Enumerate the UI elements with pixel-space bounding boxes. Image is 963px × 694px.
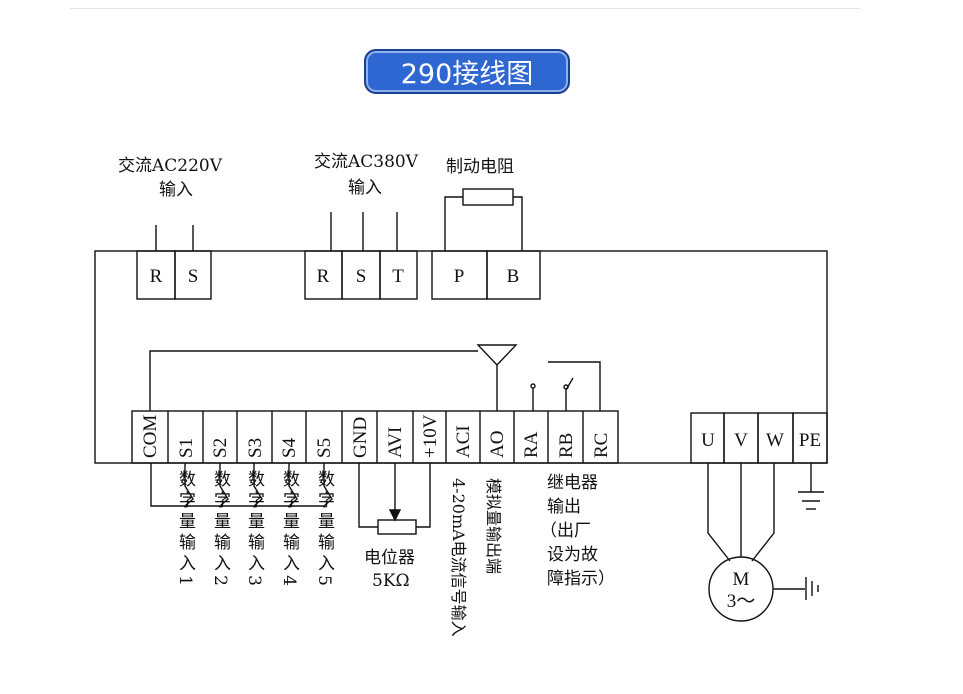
terminal-aci: ACI [453, 425, 474, 458]
terminal-s1-input: S1 [176, 438, 197, 458]
terminal-rb: RB [556, 433, 577, 458]
digital-input-4-label: 数字量输入4 [279, 470, 300, 590]
digital-input-3-label: 数字量输入3 [244, 470, 265, 590]
top-divider [70, 8, 860, 9]
motor-phase-label: 3～ [727, 591, 756, 612]
terminal-s2: S [356, 266, 367, 287]
relay-label-3: （出厂 [540, 521, 591, 541]
aci-signal-label: 4-20mA电流信号输入 [449, 478, 468, 637]
ac220-label: 交流AC220V [118, 156, 223, 176]
terminal-gnd: GND [350, 417, 371, 458]
terminal-ra: RA [521, 431, 542, 458]
terminal-box-pe [792, 412, 828, 464]
terminal-s3-input: S3 [245, 438, 266, 458]
terminal-s4-input: S4 [279, 437, 300, 458]
terminal-pe: PE [799, 430, 821, 451]
digital-input-2-label: 数字量输入2 [210, 470, 231, 590]
terminal-b: B [507, 266, 520, 287]
terminal-r2: R [317, 266, 330, 287]
terminal-w: W [766, 430, 784, 451]
terminal-s5-input: S5 [314, 438, 335, 458]
terminal-s1: S [188, 266, 199, 287]
terminal-t: T [392, 266, 404, 287]
brake-resistor [462, 188, 514, 206]
ao-output-symbol [476, 344, 518, 367]
motor-label: M [733, 569, 750, 590]
digital-input-switches [184, 463, 333, 507]
brake-resistor-label: 制动电阻 [446, 157, 514, 177]
potentiometer-value: 5KΩ [372, 571, 410, 591]
relay-label-4: 设为故 [547, 545, 598, 565]
terminal-box-t [379, 250, 418, 300]
diagram-title: 290接线图 [400, 59, 534, 90]
ao-output-label: 模拟量输出端 [484, 478, 503, 574]
potentiometer-label: 电位器 [364, 548, 415, 568]
ac220-input-label: 输入 [159, 180, 193, 200]
terminal-u: U [701, 430, 715, 451]
terminal-10v: +10V [420, 414, 441, 458]
digital-input-1-label: 数字量输入1 [175, 470, 196, 590]
potentiometer [377, 519, 417, 535]
ac380-label: 交流AC380V [314, 152, 419, 172]
control-terminal-strip [131, 410, 619, 464]
relay-label-5: 障指示） [547, 569, 615, 589]
title-badge: 290接线图 [364, 49, 570, 94]
terminal-p: P [454, 266, 465, 287]
digital-input-5-label: 数字量输入5 [314, 470, 335, 590]
terminal-ao: AO [487, 431, 508, 458]
terminal-s2-input: S2 [210, 438, 231, 458]
relay-label-1: 继电器 [547, 473, 598, 493]
terminal-v: V [734, 430, 748, 451]
relay-label-2: 输出 [547, 497, 581, 517]
terminal-box-b [486, 250, 541, 300]
terminal-avi: AVI [385, 427, 406, 458]
terminal-com: COM [140, 415, 161, 458]
terminal-rc: RC [591, 433, 612, 458]
motor-ground-icon [805, 577, 819, 600]
pe-ground-icon [798, 491, 824, 510]
terminal-r1: R [150, 266, 163, 287]
ac380-input-label: 输入 [348, 178, 382, 198]
